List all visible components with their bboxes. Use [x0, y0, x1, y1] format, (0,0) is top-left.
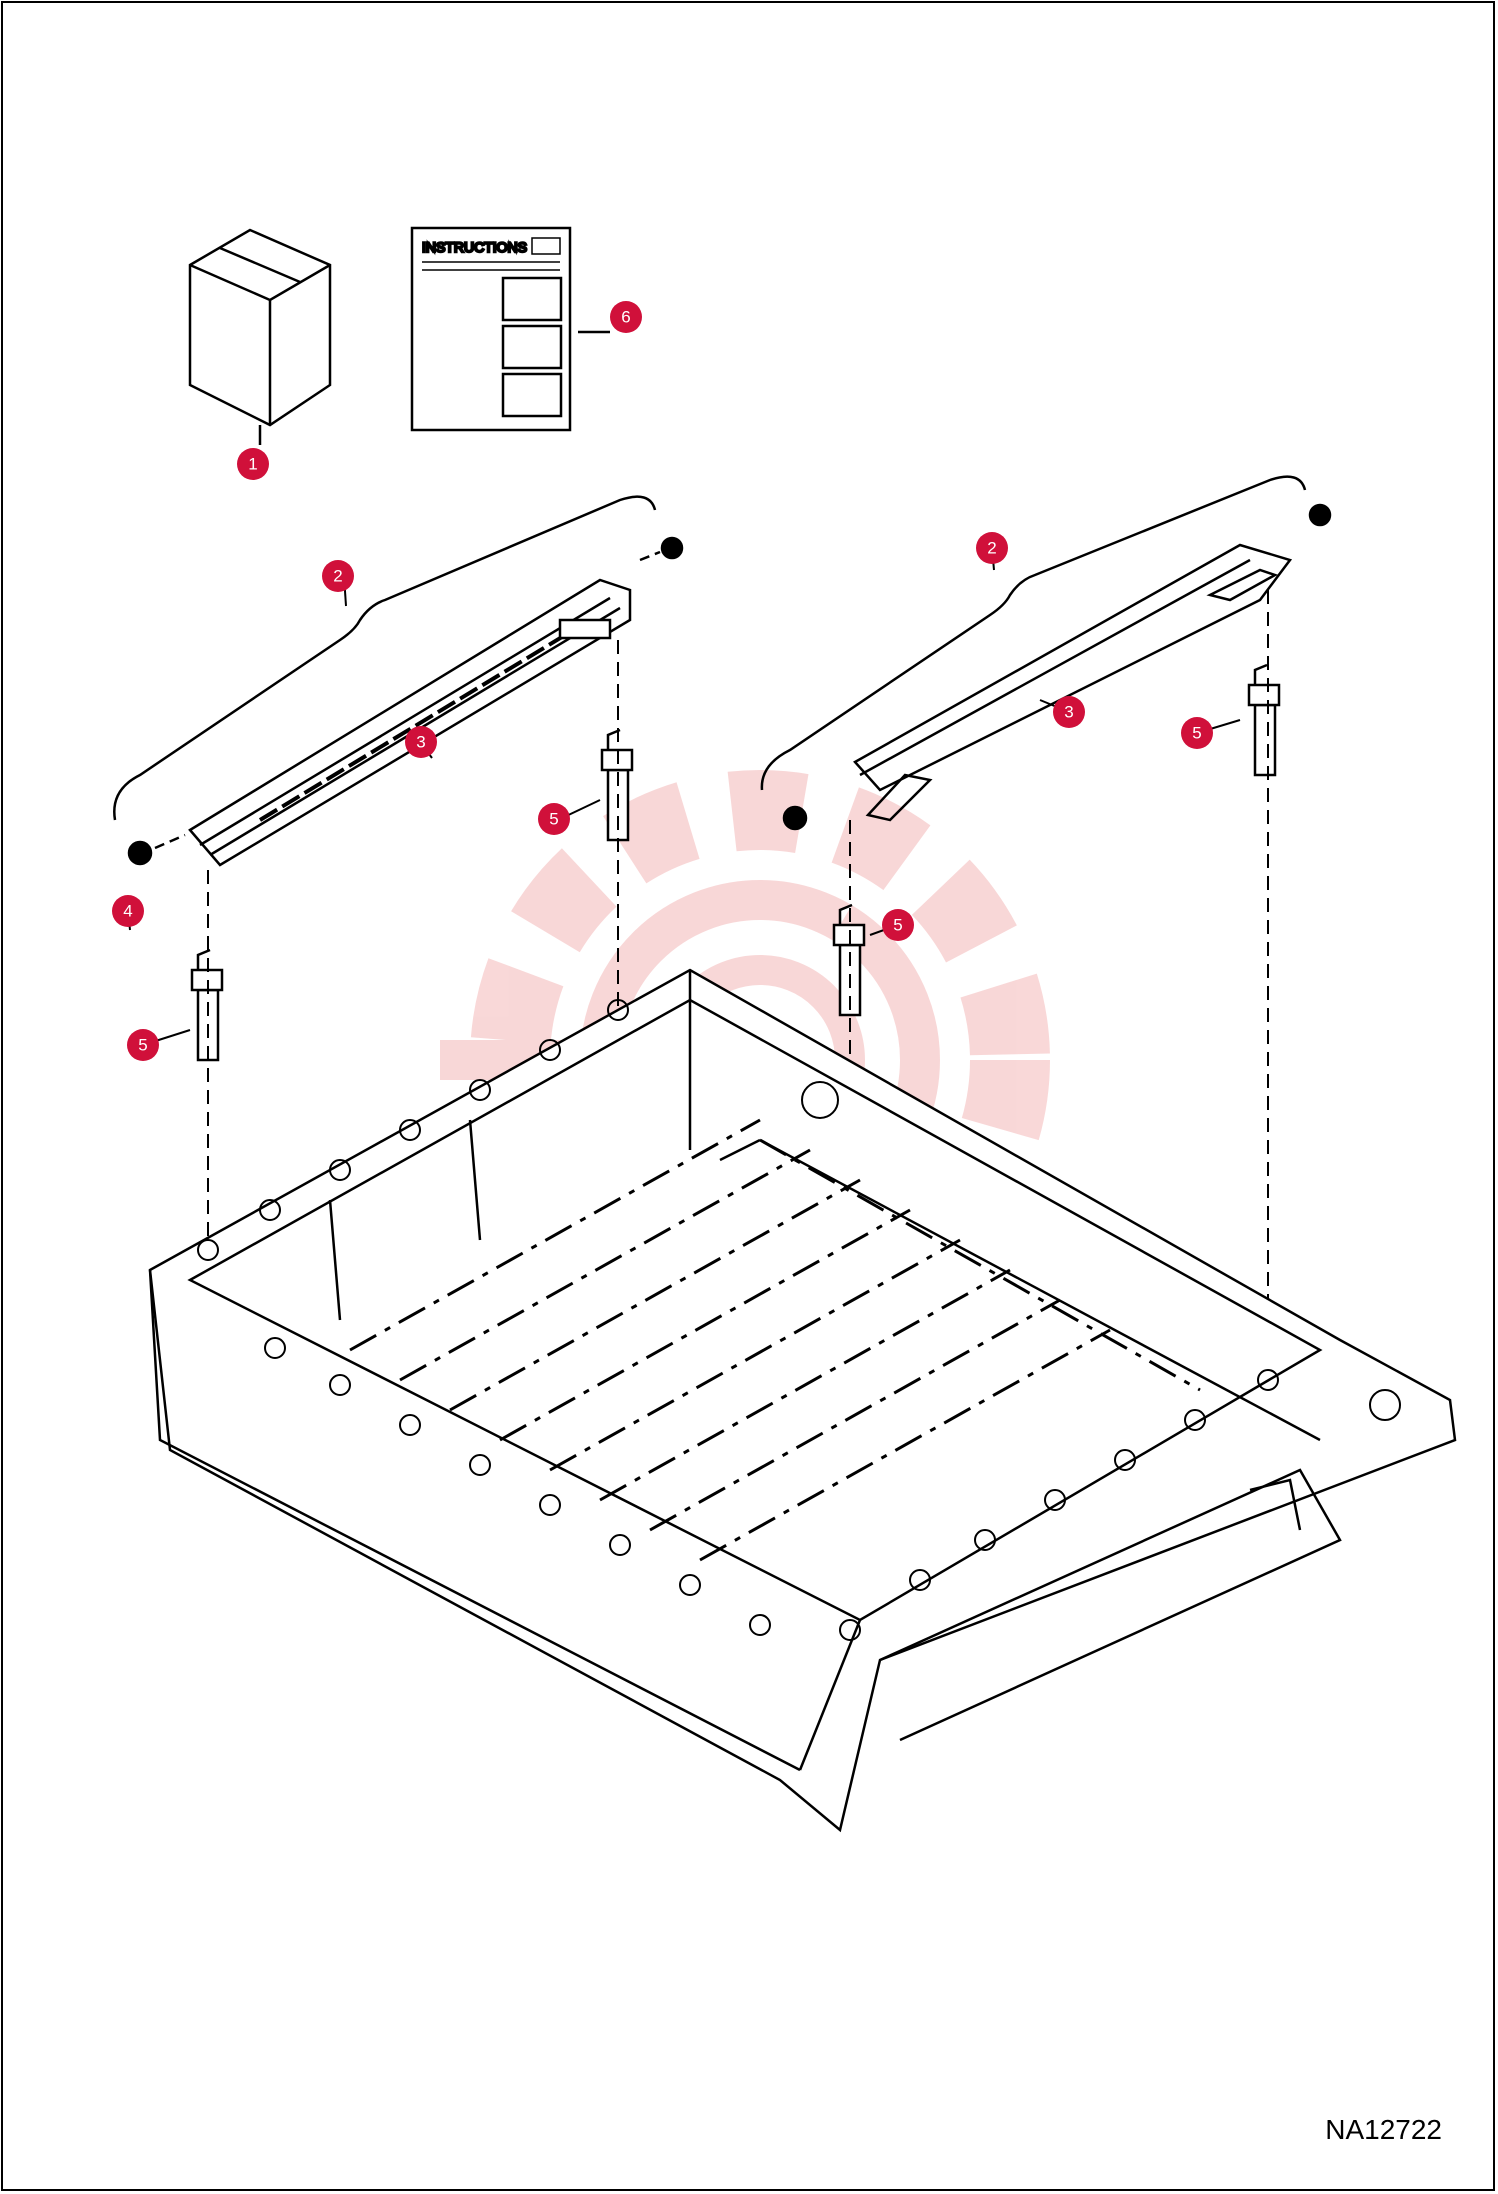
instructions-label: INSTRUCTIONS [422, 239, 527, 255]
svg-text:3: 3 [1064, 703, 1073, 722]
svg-text:5: 5 [549, 810, 558, 829]
svg-text:4: 4 [123, 902, 132, 921]
callout-2-right: 2 [976, 532, 1008, 564]
callout-2-left: 2 [322, 560, 354, 592]
svg-text:5: 5 [893, 916, 902, 935]
svg-text:5: 5 [1192, 724, 1201, 743]
callout-5-right-front: 5 [882, 909, 914, 941]
callout-6: 6 [610, 301, 642, 333]
left-rail-assembly [113, 495, 684, 867]
callout-3-right: 3 [1053, 696, 1085, 728]
callout-3-left: 3 [405, 726, 437, 758]
callout-5-right-rear: 5 [1181, 717, 1213, 749]
instructions-sheet: INSTRUCTIONS [410, 226, 610, 432]
right-rail-assembly [760, 475, 1332, 831]
svg-text:2: 2 [333, 567, 342, 586]
callout-4: 4 [112, 895, 144, 927]
callout-5-left-rear: 5 [538, 803, 570, 835]
svg-text:2: 2 [987, 539, 996, 558]
svg-text:3: 3 [416, 733, 425, 752]
callout-markers: 1 6 2 3 5 4 5 2 [112, 301, 1213, 1061]
fastener-right-rear [1247, 663, 1281, 777]
svg-text:6: 6 [621, 308, 630, 327]
svg-text:5: 5 [138, 1036, 147, 1055]
truck-bed [148, 968, 1457, 1833]
callout-5-left-front: 5 [127, 1029, 159, 1061]
callout-1: 1 [237, 448, 269, 480]
drawing-code: NA12722 [1325, 2114, 1442, 2145]
svg-text:1: 1 [248, 455, 257, 474]
kit-box [188, 228, 332, 445]
